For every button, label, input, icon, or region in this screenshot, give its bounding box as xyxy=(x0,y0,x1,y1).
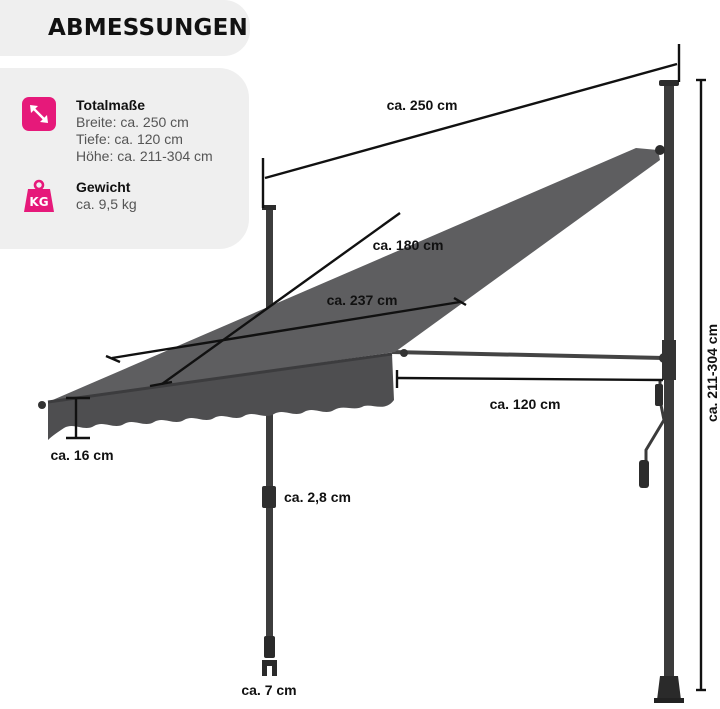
weight-row: KG Gewicht ca. 9,5 kg xyxy=(22,179,137,213)
label-valance: ca. 16 cm xyxy=(50,447,113,463)
label-height: ca. 211-304 cm xyxy=(704,324,720,422)
total-heading: Totalmaße xyxy=(76,97,145,113)
dimension-labels: ca. 250 cm ca. 180 cm ca. 237 cm ca. 120… xyxy=(50,97,720,698)
label-pole-diameter: ca. 2,8 cm xyxy=(284,489,351,505)
total-width: Breite: ca. 250 cm xyxy=(76,114,189,130)
weight-heading: Gewicht xyxy=(76,179,131,195)
page-title: ABMESSUNGEN xyxy=(48,15,248,41)
label-depth: ca. 120 cm xyxy=(490,396,561,412)
info-card: Totalmaße Breite: ca. 250 cm Tiefe: ca. … xyxy=(0,68,249,249)
right-pole xyxy=(654,80,684,703)
diagonal-arrow-icon xyxy=(22,97,56,131)
label-foot: ca. 7 cm xyxy=(241,682,296,698)
label-width: ca. 250 cm xyxy=(387,97,458,113)
total-dimensions-row: Totalmaße Breite: ca. 250 cm Tiefe: ca. … xyxy=(22,97,213,165)
weight-text: Gewicht ca. 9,5 kg xyxy=(76,179,137,213)
crank-handle xyxy=(639,380,666,488)
dimension-lines xyxy=(66,44,706,692)
kg-icon-text: KG xyxy=(29,195,48,209)
weight-value: ca. 9,5 kg xyxy=(76,196,137,212)
title-pill: ABMESSUNGEN xyxy=(0,0,250,56)
awning-fabric xyxy=(38,145,665,440)
total-dimensions-text: Totalmaße Breite: ca. 250 cm Tiefe: ca. … xyxy=(76,97,213,165)
total-depth: Tiefe: ca. 120 cm xyxy=(76,131,183,147)
left-pole xyxy=(262,205,277,676)
awning-arm xyxy=(391,349,669,363)
label-diagonal-237: ca. 237 cm xyxy=(327,292,398,308)
total-height: Höhe: ca. 211-304 cm xyxy=(76,148,213,164)
weight-kg-icon: KG xyxy=(22,179,56,213)
label-diagonal-180: ca. 180 cm xyxy=(373,237,444,253)
